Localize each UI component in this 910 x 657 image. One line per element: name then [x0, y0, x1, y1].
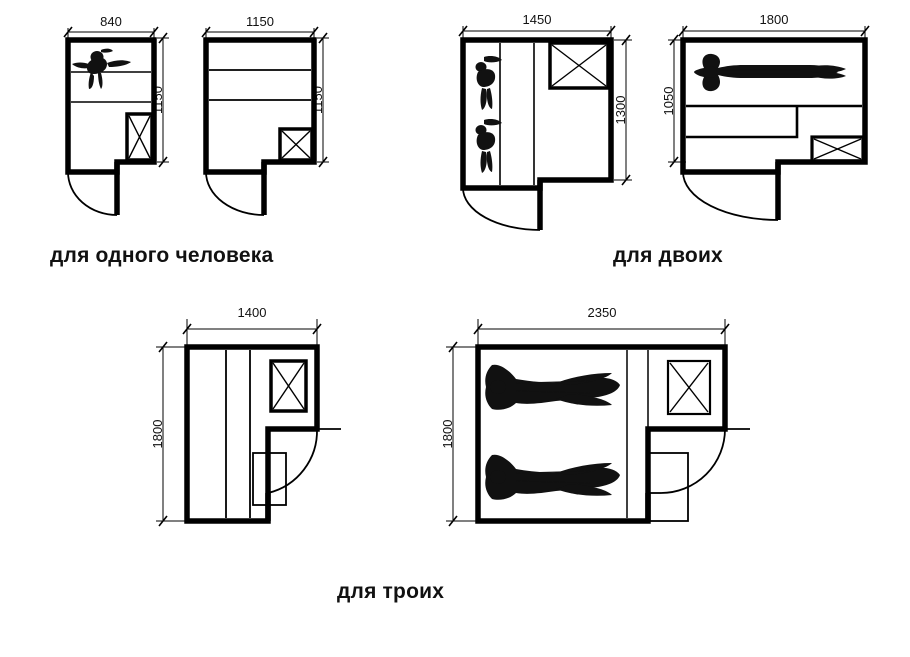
stove-icon: [278, 127, 314, 162]
person-figure-icon: [475, 56, 502, 110]
plan-2350: 2350 1800: [420, 305, 840, 545]
person-figure-icon: [485, 364, 620, 410]
plan-1400: 1400 1800: [130, 305, 430, 545]
dimension-ticks: [201, 26, 328, 168]
door-swing-icon: [205, 162, 267, 216]
door-swing-icon: [67, 162, 120, 216]
dimension-extension-lines: [668, 26, 866, 163]
dimension-width-label: 1800: [760, 12, 789, 27]
dimension-height-label: 1050: [661, 87, 676, 116]
dimension-extension-lines: [446, 319, 726, 522]
door-swing-icon: [645, 428, 750, 521]
bench-lines: [225, 350, 251, 518]
caption-two-persons: для двоих: [613, 244, 723, 267]
door-swing-icon: [462, 180, 543, 231]
bench-lines: [686, 104, 862, 139]
dimension-width-label: 1450: [523, 12, 552, 27]
dimension-width-label: 840: [100, 14, 122, 29]
dimension-width-label: 1400: [238, 305, 267, 320]
stove-icon: [269, 359, 308, 413]
person-figure-icon: [485, 454, 620, 500]
dimension-height-label: 1800: [440, 420, 455, 449]
dimension-ticks: [669, 25, 870, 168]
plan-1150: 1150 1150: [192, 10, 352, 225]
bench-lines: [209, 69, 311, 101]
room-walls: [184, 344, 320, 524]
bench-lines: [626, 350, 649, 518]
bench-low-icon: [647, 452, 689, 522]
door-swing-icon: [265, 428, 341, 521]
dimension-width-label: 2350: [588, 305, 617, 320]
dimension-ticks: [448, 323, 730, 527]
stove-icon: [548, 41, 610, 90]
person-figure-icon: [694, 53, 846, 92]
person-figure-icon: [475, 119, 502, 173]
plan-1800: 1800 1050: [660, 10, 890, 225]
dimension-ticks: [63, 26, 168, 168]
person-figure-icon: [72, 48, 131, 89]
bench-lines: [71, 71, 151, 103]
room-walls: [203, 37, 317, 175]
caption-one-person: для одного человека: [50, 244, 274, 267]
dimension-height-label: 1300: [613, 96, 628, 125]
dimension-width-label: 1150: [246, 14, 274, 29]
plan-840: 840 1150: [55, 10, 195, 225]
stove-icon: [666, 359, 712, 416]
stove-icon: [125, 112, 154, 162]
dimension-extension-lines: [462, 26, 632, 181]
dimension-height-label: 1800: [150, 420, 165, 449]
dimension-ticks: [458, 25, 631, 186]
dimension-ticks: [158, 323, 322, 527]
door-swing-icon: [682, 162, 781, 221]
plan-1450: 1450 1300: [448, 10, 648, 231]
caption-three-persons: для троих: [337, 580, 445, 603]
stove-icon: [810, 135, 865, 163]
room-walls: [65, 37, 157, 175]
bench-lines: [499, 43, 535, 185]
